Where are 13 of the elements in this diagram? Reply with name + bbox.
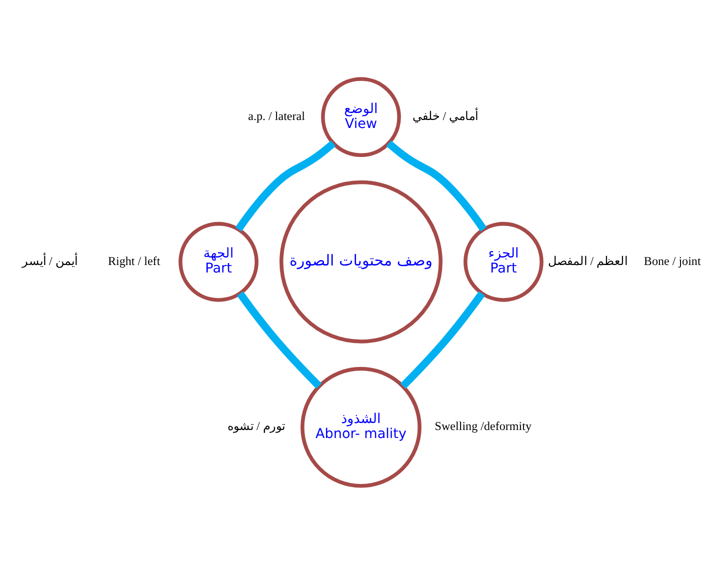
node-label: Right / left [108,254,160,268]
node-circle: وصف محتويات الصورة [280,180,442,344]
node-label: أمامي / خلفي [412,108,478,123]
node-label: العظم / المفصل [548,254,628,268]
connector [235,140,336,232]
node-label: a.p. / lateral [248,108,305,123]
connector [400,291,485,389]
connector [386,140,487,232]
node-label: Swelling /deformity [434,419,532,434]
node-label: Bone / joint [644,254,701,268]
node-label: أيمن / أيسر [22,254,78,268]
connector [237,291,322,389]
node-label: تورم / تشوه [228,419,285,434]
